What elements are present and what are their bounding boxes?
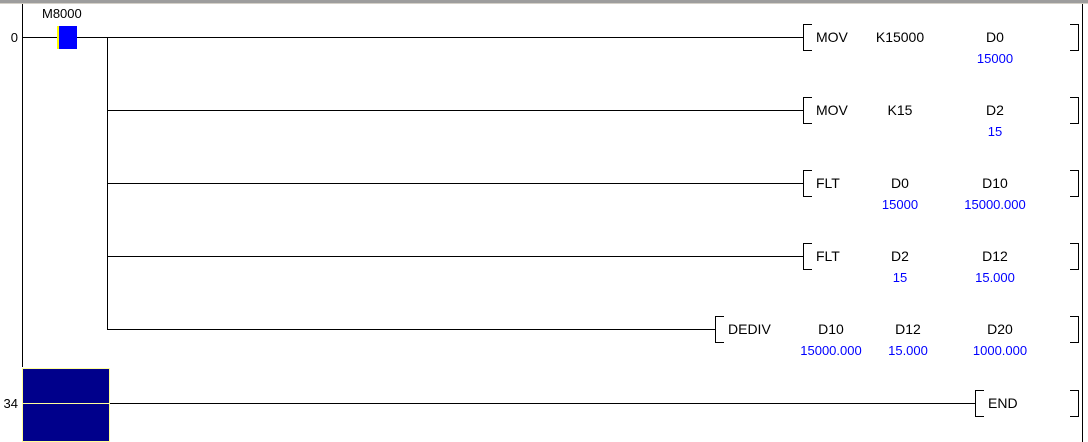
monitor-value-operand-2: 15.000 [975, 270, 1015, 285]
right-power-rail [1082, 4, 1083, 442]
top-toolbar-shade [0, 3, 1088, 4]
branch-wire-5 [107, 329, 715, 330]
selection-cursor-split-line [23, 403, 109, 404]
instruction-opcode: DEDIV [728, 321, 771, 337]
monitor-value-operand-2: 15000 [976, 51, 1014, 66]
instruction-operand-2: D2 [986, 102, 1004, 118]
instruction-operand-1: D0 [891, 175, 909, 191]
bracket-open-icon [803, 97, 812, 124]
instruction-opcode: MOV [816, 29, 848, 45]
rung-0-contact-out-wire [77, 37, 803, 38]
monitor-value-operand-2: 15 [987, 124, 1003, 139]
bracket-close-icon [1070, 243, 1079, 270]
branch-wire-3 [107, 183, 803, 184]
contact-m8000[interactable] [57, 26, 77, 49]
rung-34-wire [110, 403, 975, 404]
bracket-close-icon [1070, 24, 1079, 51]
instruction-operand-1: K15000 [875, 29, 925, 45]
selection-cursor-block[interactable] [21, 367, 111, 442]
monitor-value-operand-1: 15000 [881, 197, 919, 212]
instruction-operand-2: D10 [982, 175, 1008, 191]
bracket-close-icon [1070, 390, 1079, 417]
branch-wire-2 [107, 110, 803, 111]
monitor-value-operand-1: 15 [892, 270, 908, 285]
rung-0-main-wire [22, 37, 58, 38]
monitor-value-operand-2: 15.000 [888, 343, 928, 358]
bracket-open-icon [803, 24, 812, 51]
bracket-open-icon [715, 316, 724, 343]
instruction-opcode: END [988, 395, 1018, 411]
bracket-close-icon [1070, 170, 1079, 197]
instruction-operand-1: K15 [887, 102, 913, 118]
monitor-value-operand-2: 15000.000 [964, 197, 1026, 212]
bracket-close-icon [1070, 316, 1079, 343]
instruction-operand-1: D10 [818, 321, 844, 337]
instruction-operand-1: D2 [891, 248, 909, 264]
instruction-operand-3: D20 [987, 321, 1013, 337]
step-number-34: 34 [3, 396, 18, 411]
contact-label-m8000: M8000 [42, 6, 82, 21]
step-number-0: 0 [10, 30, 18, 45]
bracket-open-icon [975, 390, 984, 417]
branch-wire-4 [107, 256, 803, 257]
bracket-close-icon [1070, 97, 1079, 124]
instruction-operand-2: D12 [895, 321, 921, 337]
instruction-operand-2: D0 [986, 29, 1004, 45]
bracket-open-icon [803, 170, 812, 197]
monitor-value-operand-3: 1000.000 [972, 343, 1028, 358]
bracket-open-icon [803, 243, 812, 270]
instruction-opcode: MOV [816, 102, 848, 118]
instruction-operand-2: D12 [982, 248, 1008, 264]
left-power-rail [22, 4, 23, 368]
monitor-value-operand-1: 15000.000 [800, 343, 862, 358]
top-toolbar-edge [0, 0, 1088, 4]
instruction-opcode: FLT [816, 248, 840, 264]
instruction-opcode: FLT [816, 175, 840, 191]
